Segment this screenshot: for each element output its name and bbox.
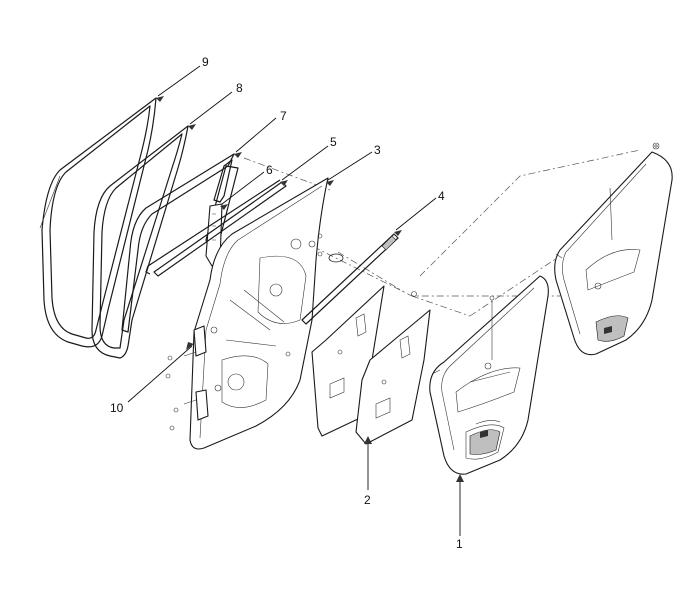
door-trim-panel-rear (554, 142, 673, 356)
leader-lines (127, 65, 464, 536)
callout-10: 10 (110, 401, 124, 415)
callout-6: 6 (266, 163, 273, 177)
callout-2: 2 (364, 493, 371, 507)
door-inner-panel (189, 177, 344, 450)
inner-weatherstrip (301, 233, 399, 325)
body-side-weatherstrip (39, 97, 157, 348)
door-side-weatherstrip (91, 125, 189, 359)
callout-8: 8 (236, 81, 243, 95)
callout-5: 5 (330, 135, 337, 149)
callout-3: 3 (374, 143, 381, 157)
callout-9: 9 (202, 55, 209, 69)
callout-1: 1 (456, 537, 463, 551)
door-trim-panel (429, 275, 549, 475)
callout-4: 4 (438, 189, 445, 203)
callout-7: 7 (280, 109, 287, 123)
vapor-barrier (311, 285, 431, 445)
door-latch (165, 325, 291, 431)
fasteners (411, 291, 495, 360)
